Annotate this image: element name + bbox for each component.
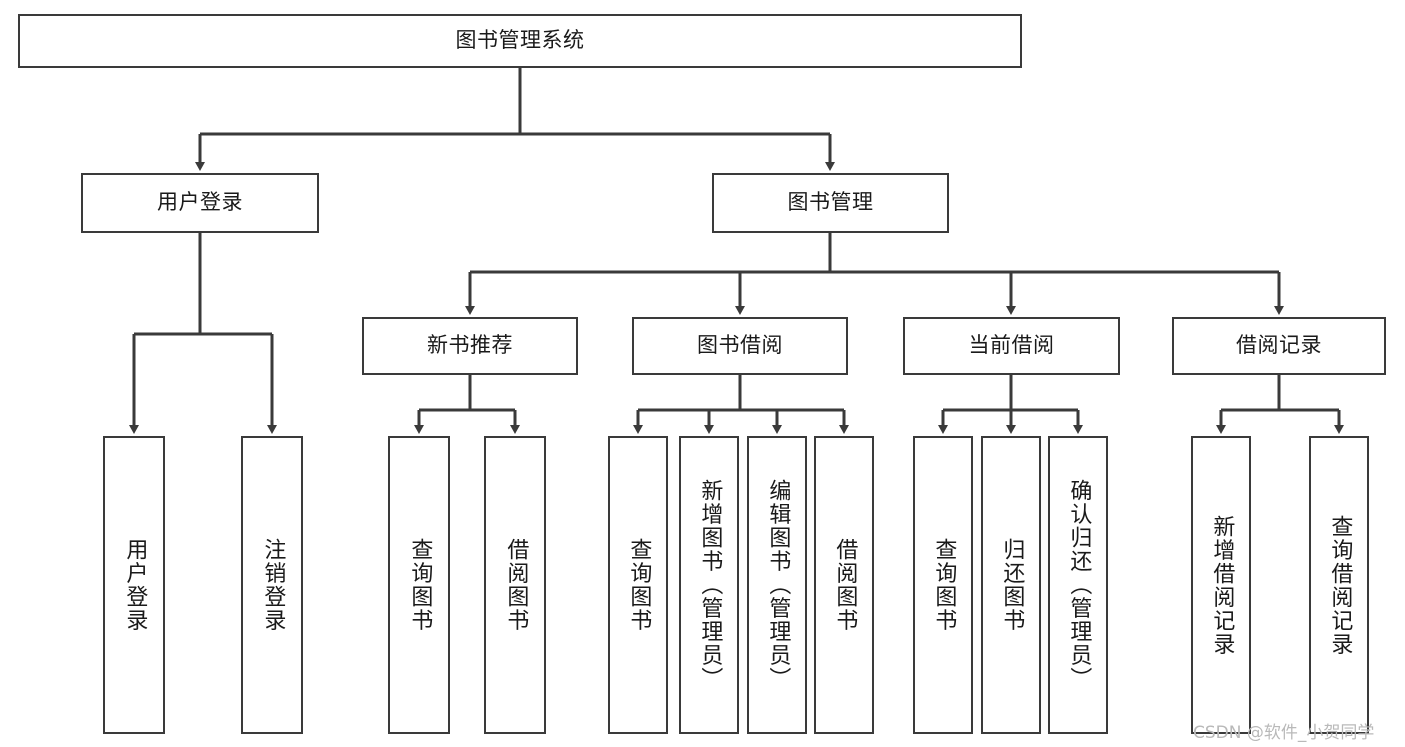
leaf-confirm-return-admin-label: 确认归还（管理员）: [1066, 479, 1092, 691]
leaf-user-login-label: 用户登录: [122, 538, 148, 632]
leaf-query-book-current[interactable]: 查询图书: [913, 436, 973, 734]
node-current-borrow-label: 当前借阅: [968, 333, 1055, 358]
node-new-book-recommend-label: 新书推荐: [427, 333, 513, 358]
leaf-query-borrow-record-label: 查询借阅记录: [1327, 514, 1353, 656]
leaf-logout[interactable]: 注销登录: [241, 436, 303, 734]
leaf-query-book-borrow-label: 查询图书: [626, 538, 652, 632]
leaf-add-book-admin-label: 新增图书（管理员）: [697, 479, 723, 691]
node-book-borrow-label: 图书借阅: [697, 333, 783, 358]
node-book-management-label: 图书管理: [787, 190, 874, 215]
leaf-logout-label: 注销登录: [260, 538, 286, 632]
node-borrow-record[interactable]: 借阅记录: [1172, 317, 1386, 375]
leaf-user-login[interactable]: 用户登录: [103, 436, 165, 734]
node-current-borrow[interactable]: 当前借阅: [903, 317, 1120, 375]
leaf-return-book[interactable]: 归还图书: [981, 436, 1041, 734]
node-new-book-recommend[interactable]: 新书推荐: [362, 317, 578, 375]
leaf-return-book-label: 归还图书: [999, 538, 1025, 632]
node-book-management[interactable]: 图书管理: [712, 173, 949, 233]
node-user-login-label: 用户登录: [157, 190, 243, 215]
leaf-query-book-current-label: 查询图书: [931, 538, 957, 632]
leaf-query-borrow-record[interactable]: 查询借阅记录: [1309, 436, 1369, 734]
leaf-edit-book-admin-label: 编辑图书（管理员）: [765, 479, 791, 691]
leaf-borrow-book-label: 借阅图书: [832, 538, 858, 632]
leaf-add-borrow-record[interactable]: 新增借阅记录: [1191, 436, 1251, 734]
csdn-watermark: CSDN @软件_小贺同学: [1193, 723, 1375, 743]
node-borrow-record-label: 借阅记录: [1236, 333, 1322, 358]
leaf-query-book-recommend-label: 查询图书: [407, 538, 433, 632]
leaf-add-book-admin[interactable]: 新增图书（管理员）: [679, 436, 739, 734]
leaf-borrow-book-recommend[interactable]: 借阅图书: [484, 436, 546, 734]
leaf-query-book-recommend[interactable]: 查询图书: [388, 436, 450, 734]
node-root-label: 图书管理系统: [455, 28, 585, 53]
node-user-login[interactable]: 用户登录: [81, 173, 319, 233]
node-book-borrow[interactable]: 图书借阅: [632, 317, 848, 375]
leaf-borrow-book[interactable]: 借阅图书: [814, 436, 874, 734]
leaf-edit-book-admin[interactable]: 编辑图书（管理员）: [747, 436, 807, 734]
node-root[interactable]: 图书管理系统: [18, 14, 1022, 68]
leaf-borrow-book-recommend-label: 借阅图书: [503, 538, 529, 632]
leaf-query-book-borrow[interactable]: 查询图书: [608, 436, 668, 734]
leaf-confirm-return-admin[interactable]: 确认归还（管理员）: [1048, 436, 1108, 734]
leaf-add-borrow-record-label: 新增借阅记录: [1209, 514, 1235, 656]
